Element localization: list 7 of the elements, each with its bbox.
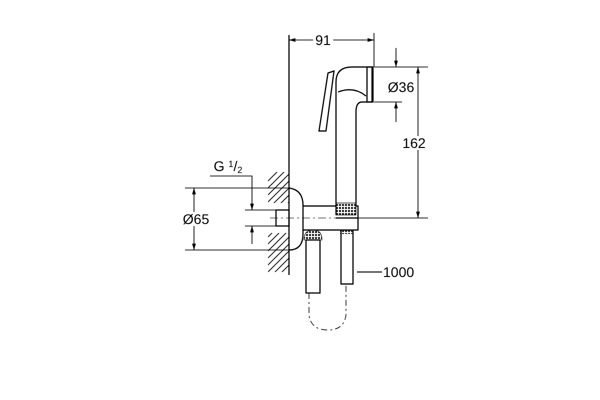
dimension-value: Ø36 <box>386 80 416 94</box>
dimension-value: 1000 <box>383 265 414 279</box>
hose-drawing <box>339 230 355 285</box>
dimension-value: Ø65 <box>180 212 212 226</box>
dimension-value: 91 <box>313 33 333 47</box>
dimension-value: G $^{1}$/$_{2}$ <box>212 159 244 173</box>
dimension-value: 162 <box>400 136 428 150</box>
